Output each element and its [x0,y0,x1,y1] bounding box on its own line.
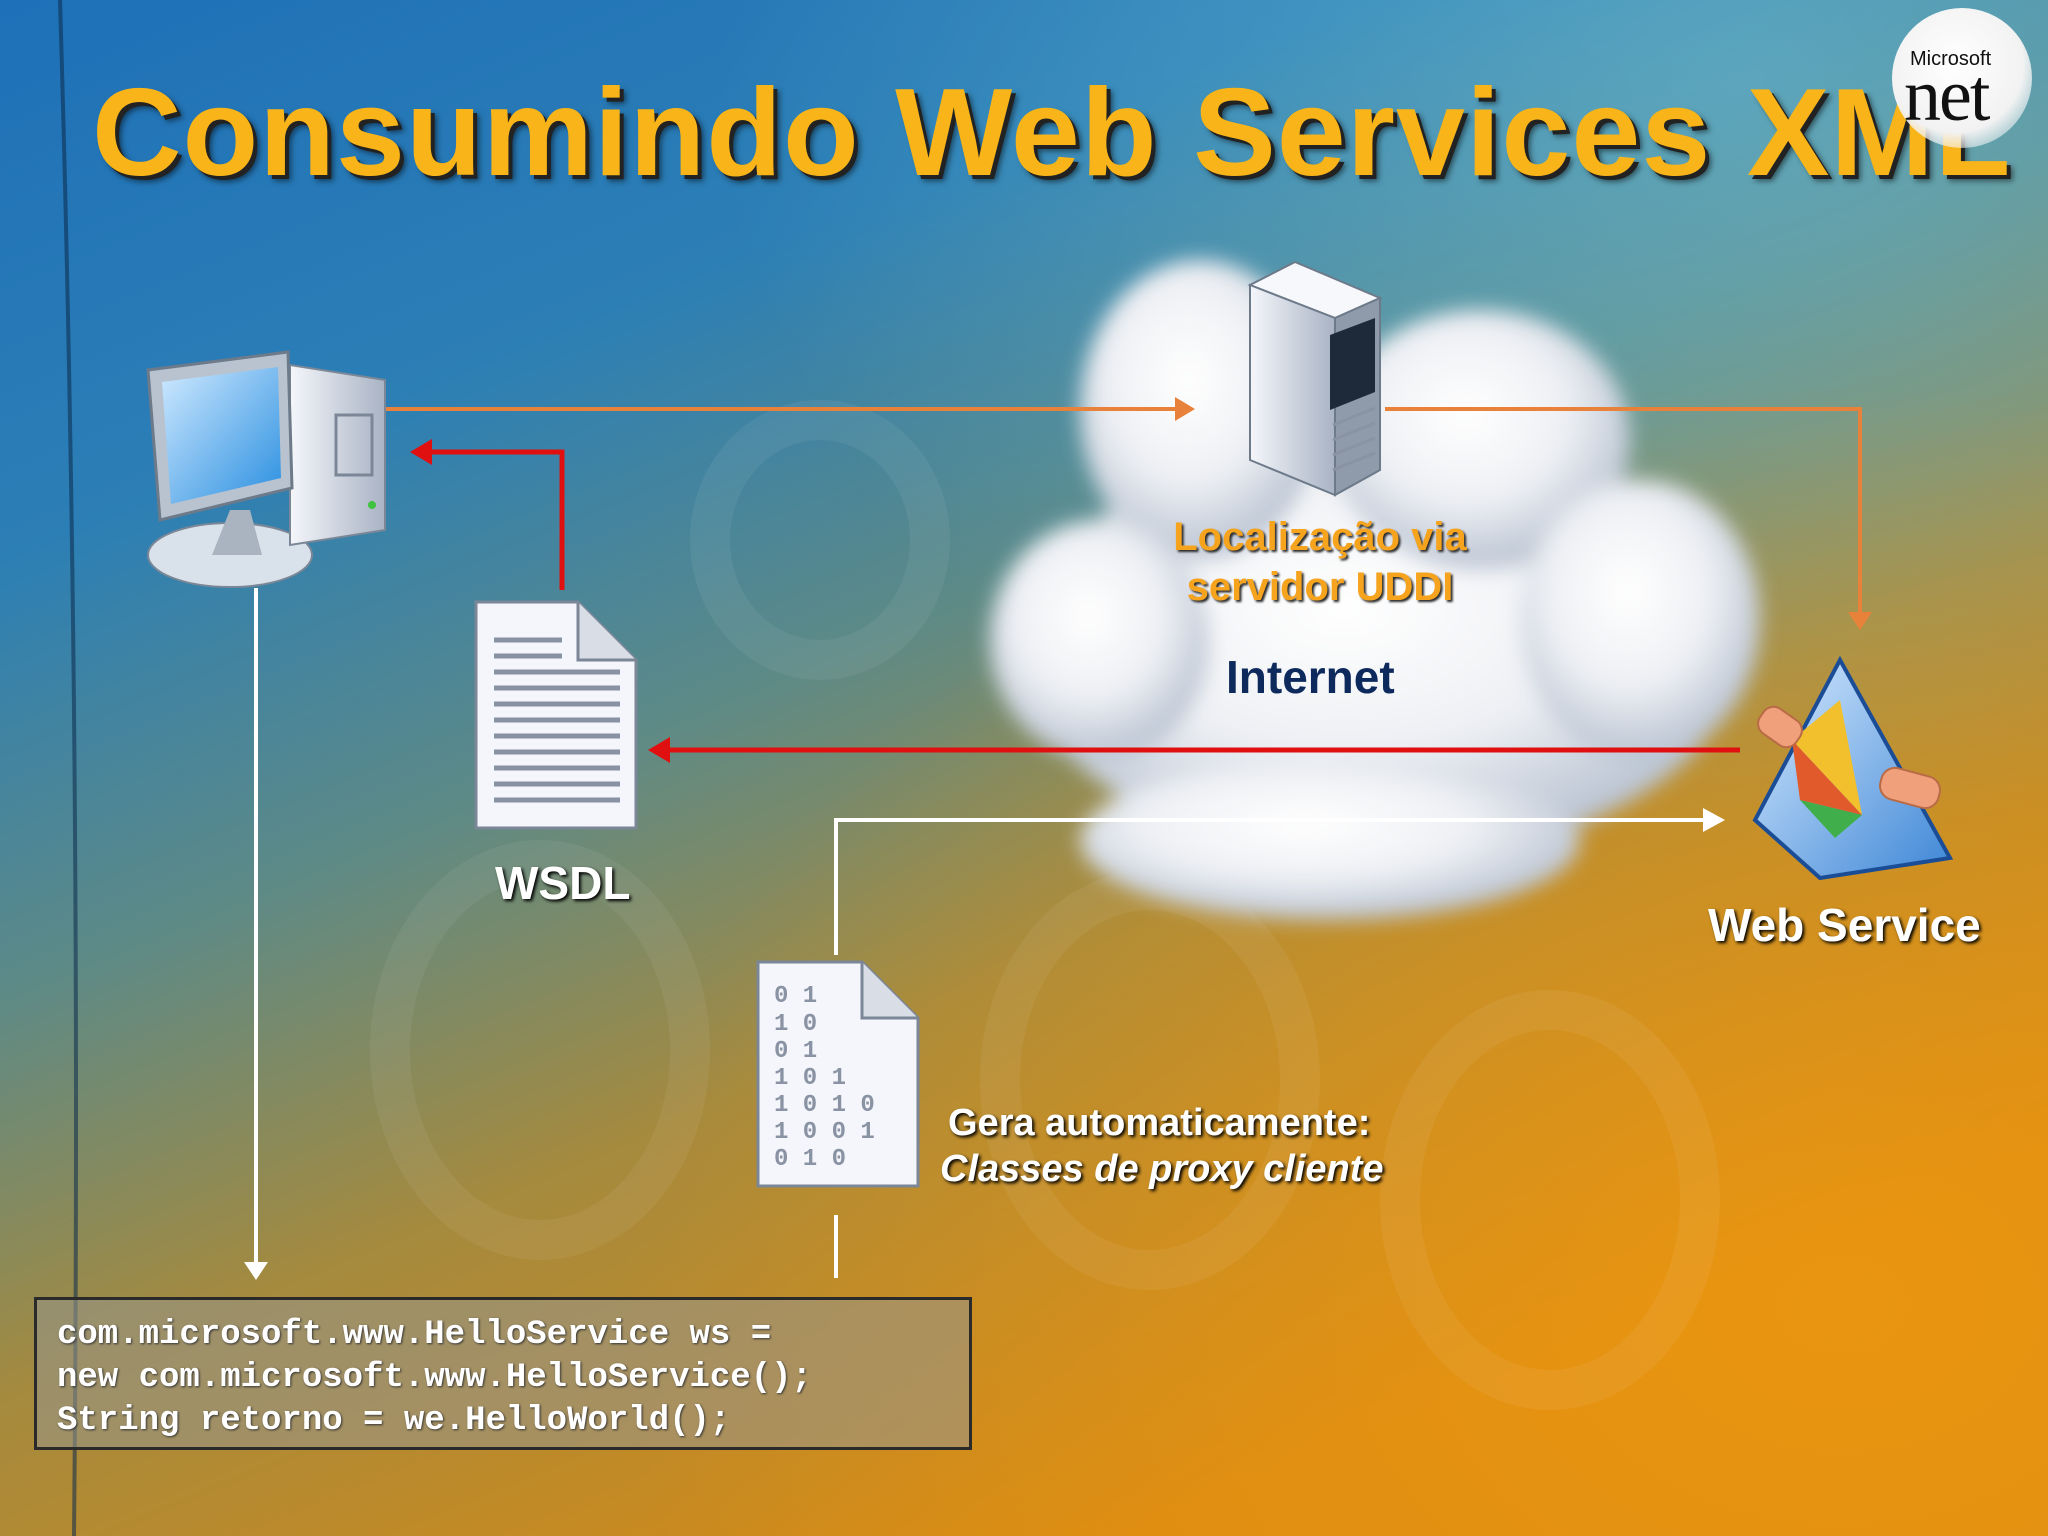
proxy-call-arrow [244,588,1725,1280]
binary-row: 0 1 0 [774,1146,846,1173]
proxy-generation-line2: Classes de proxy cliente [940,1148,1384,1190]
binary-document-icon: 0 1 1 0 0 1 1 0 1 1 0 1 0 1 0 0 1 0 1 0 [756,960,920,1188]
binary-row: 0 1 [774,983,817,1010]
proxy-generation-line1: Gera automaticamente: [948,1102,1371,1144]
dotnet-logo-icon: Microsoft net [1892,8,2032,148]
binary-row: 1 0 [774,1011,817,1038]
binary-row: 1 0 1 0 [774,1092,875,1119]
uddi-label-line1: Localização via [1173,515,1467,559]
uddi-label-line2: servidor UDDI [1186,565,1454,609]
code-line: String retorno = we.HelloWorld(); [57,1402,731,1440]
wsdl-return-arrow [410,439,1740,763]
cloud-icon [990,260,1760,920]
logo-brand: Microsoft [1910,48,1992,70]
code-snippet: com.microsoft.www.HelloService ws = new … [34,1297,972,1450]
wsdl-document-icon [474,600,638,830]
computer-icon [146,350,386,588]
internet-label: Internet [1226,651,1395,703]
web-service-icon [1752,655,1954,881]
server-icon [1247,260,1383,497]
proxy-generation-label: Gera automaticamente: Classes de proxy c… [940,1100,1384,1192]
logo-name: net [1904,55,1990,137]
wsdl-label: WSDL [495,857,631,909]
binary-row: 1 0 0 1 [774,1119,875,1146]
uddi-discovery-arrow [385,397,1872,630]
binary-row: 1 0 1 [774,1065,846,1092]
code-line: com.microsoft.www.HelloService ws = [57,1316,772,1354]
binary-row: 0 1 [774,1038,817,1065]
uddi-label: Localização via servidor UDDI [1090,512,1550,612]
code-line: new com.microsoft.www.HelloService(); [57,1359,812,1397]
web-service-label: Web Service [1708,899,1981,951]
slide-title: Consumindo Web Services XML [92,64,2012,202]
